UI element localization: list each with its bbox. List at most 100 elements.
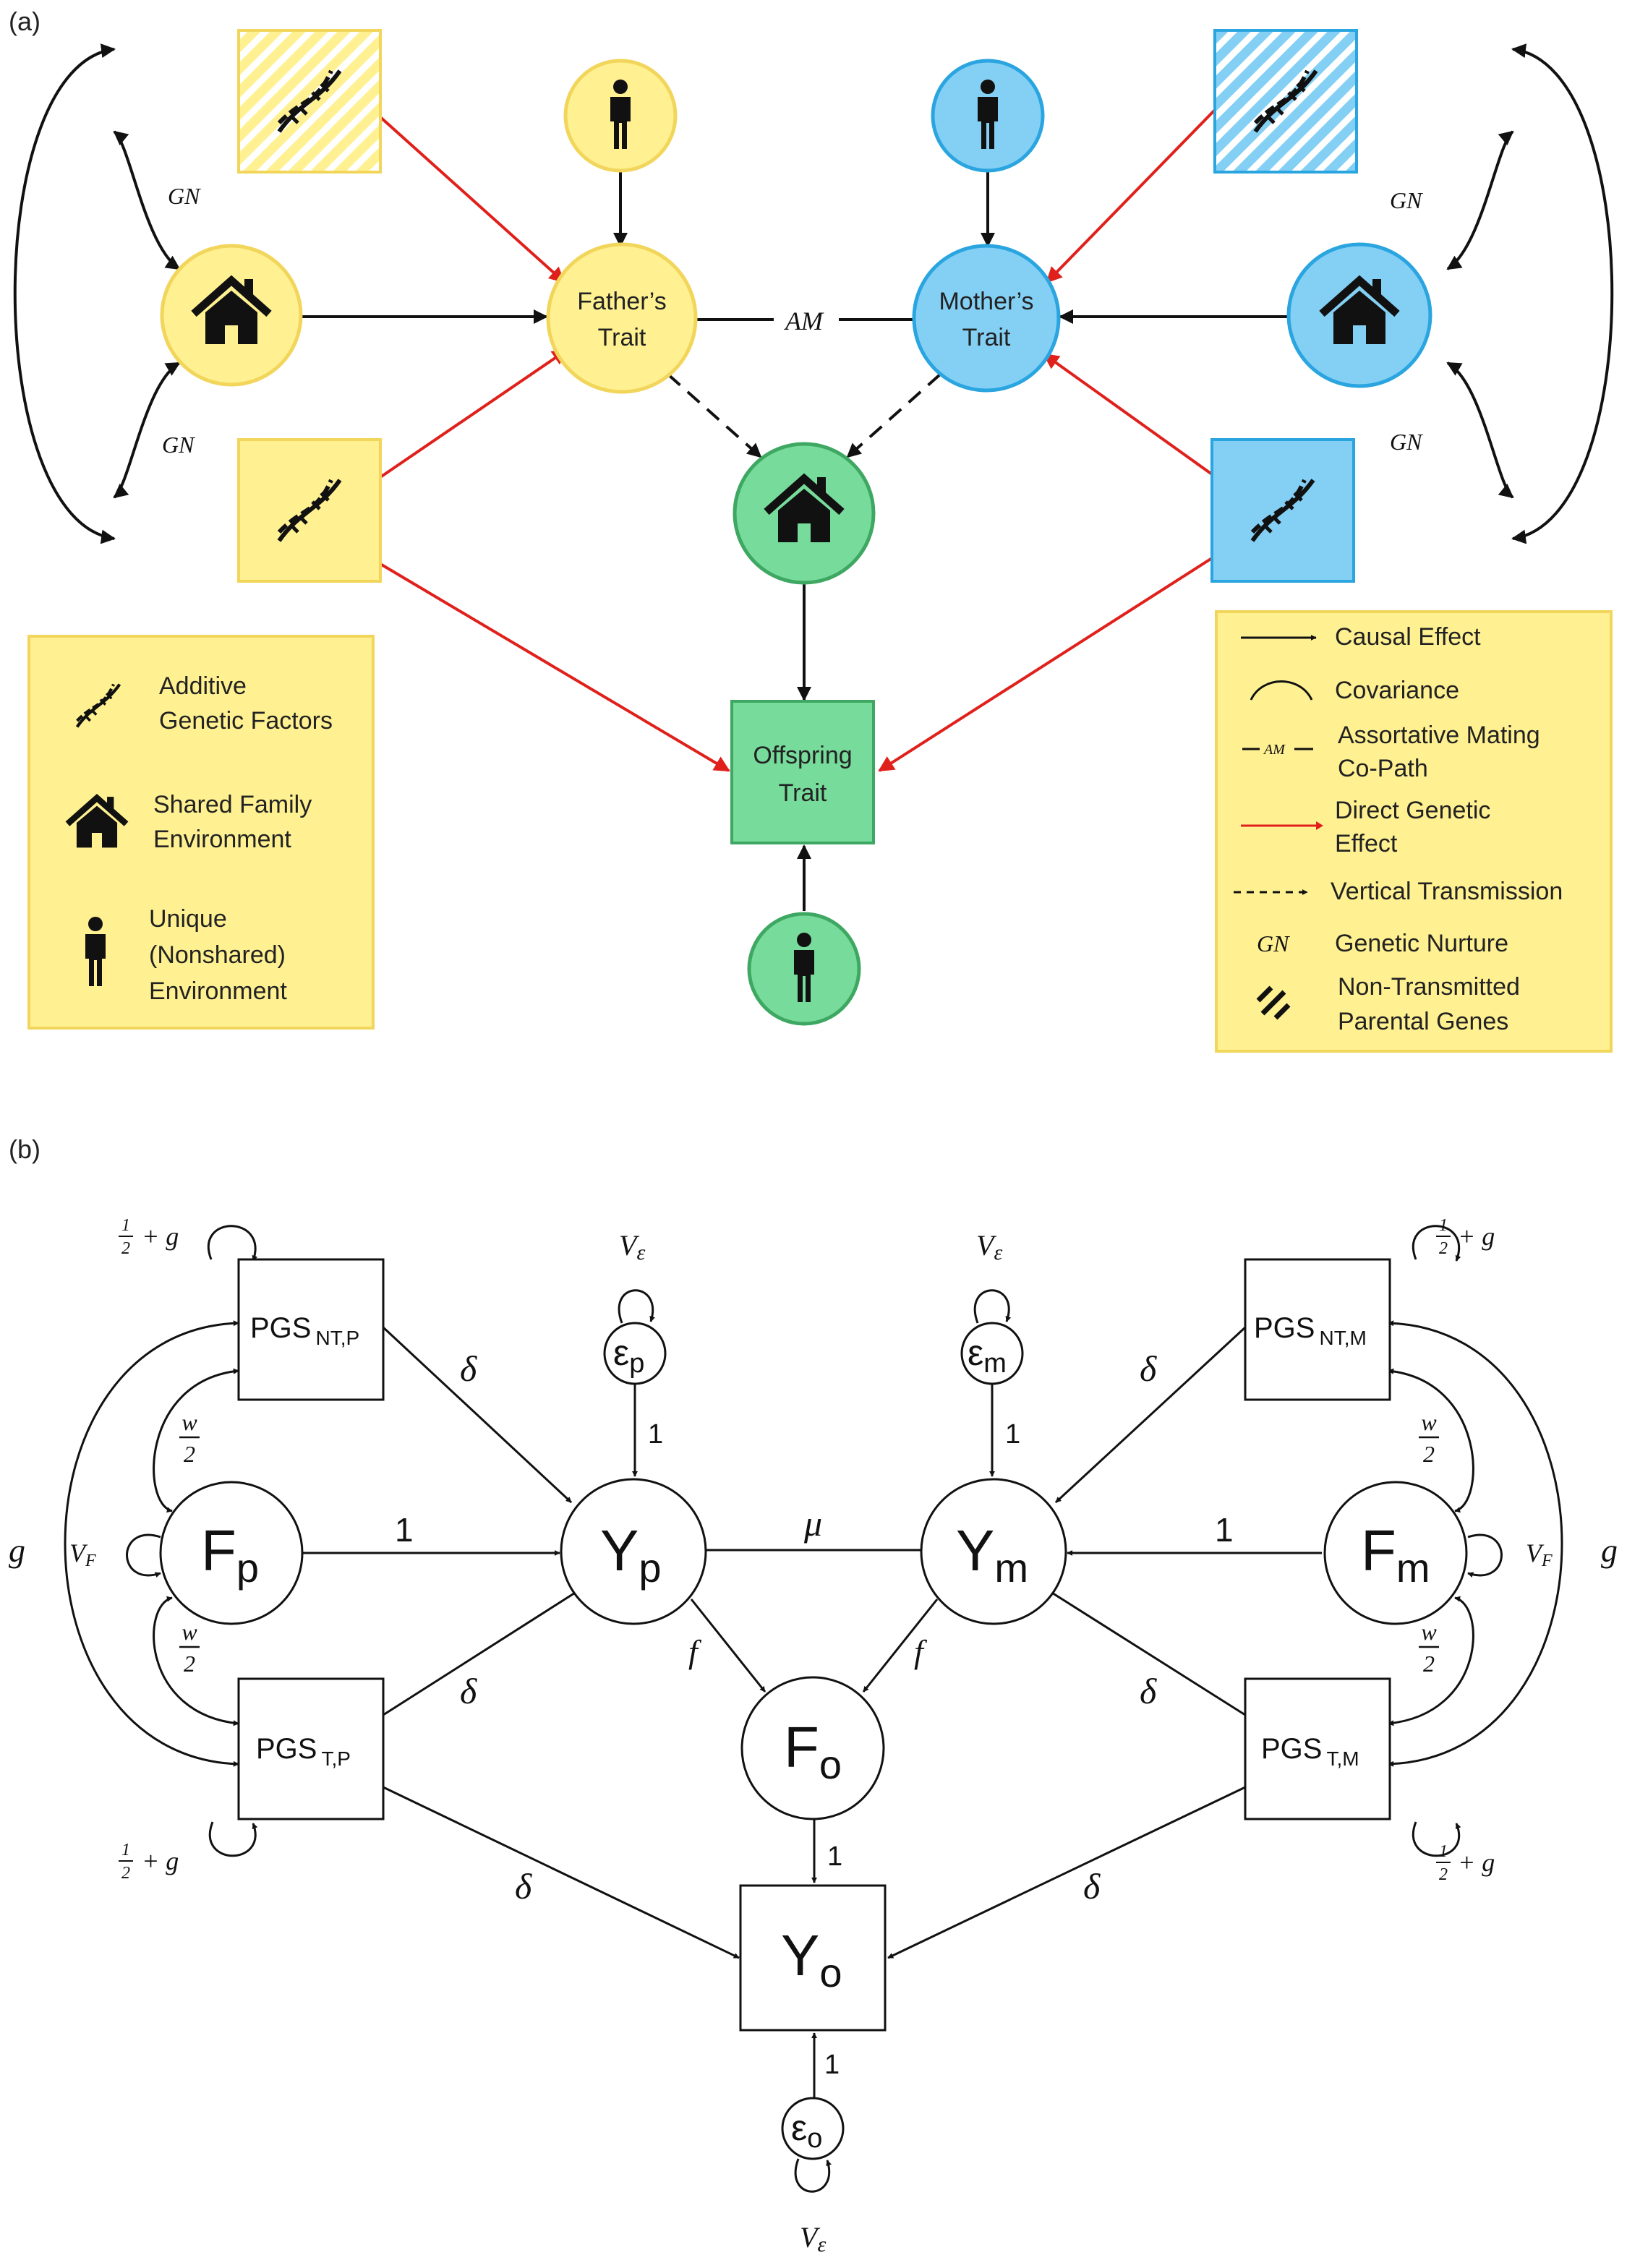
offspring-trait-node: Offspring Trait <box>730 700 875 844</box>
delta-label-t-p-yo: δ <box>515 1866 532 1907</box>
svg-text:+ g: + g <box>142 1847 179 1875</box>
self-loop-pgs-nt-m <box>1412 1225 1461 1262</box>
legend-am-text-line2: Co-Path <box>1338 755 1428 782</box>
legend-gn-symbol: GN <box>1257 930 1290 957</box>
f-m-sub: m <box>1396 1545 1430 1591</box>
am-label: AM <box>784 307 824 335</box>
offspring-unique-environment-node <box>747 912 861 1026</box>
delta-label-t-p: δ <box>460 1671 477 1711</box>
one-label-epso: 1 <box>824 2050 840 2080</box>
legend-dna-line2: Genetic Factors <box>159 707 333 735</box>
one-label-fm: 1 <box>1215 1511 1234 1549</box>
legend-direct-genetic-line1: Direct Genetic <box>1335 797 1490 824</box>
self-loop-pgs-t-m <box>1412 1821 1461 1857</box>
legend-person-line3: Environment <box>149 977 287 1005</box>
path-pgs-nt-p-to-yp <box>382 1326 573 1504</box>
vertical-transmission-mother <box>846 373 941 458</box>
vertical-transmission-father <box>667 373 762 458</box>
legend-hatch-line1: Non-Transmitted <box>1338 973 1520 1001</box>
f-label-right: f <box>914 1633 928 1670</box>
w-arc-left-top <box>153 1368 239 1513</box>
svg-text:2: 2 <box>184 1651 195 1677</box>
svg-text:2: 2 <box>1423 1651 1435 1677</box>
half-plus-g-left-bottom: 1 2 + g <box>119 1841 179 1883</box>
svg-text:2: 2 <box>184 1441 195 1467</box>
svg-text:Fp: Fp <box>201 1518 259 1591</box>
y-p-node: Yp <box>560 1478 707 1625</box>
f-p-node: Fp <box>159 1481 304 1625</box>
direct-genetic-mother-to-offspring <box>878 557 1213 772</box>
w-arc-right-top <box>1388 1368 1474 1513</box>
covariance-arc-father-outer <box>13 43 116 544</box>
half-plus-g-right-bottom: 1 2 + g <box>1436 1842 1495 1884</box>
v-eps-label-p: Vε <box>619 1229 645 1264</box>
y-o-main: Y <box>781 1923 819 1987</box>
svg-text:1: 1 <box>121 1216 130 1235</box>
panel-b-label: (b) <box>9 1134 40 1164</box>
mothers-trait-node: Mother’s Trait <box>912 244 1061 393</box>
pgs-t-m-main: PGS <box>1261 1733 1322 1765</box>
gn-arc-father-bottom <box>113 361 181 499</box>
legend-am-symbol: AM <box>1263 742 1286 758</box>
pgs-nt-m-sub: NT,M <box>1319 1327 1366 1349</box>
legend-house-line1: Shared Family <box>153 791 312 818</box>
svg-text:1: 1 <box>1439 1216 1448 1235</box>
y-o-node: Yo <box>739 1884 887 2032</box>
svg-text:1: 1 <box>1439 1842 1448 1861</box>
legend-causal-text: Causal Effect <box>1335 623 1481 651</box>
svg-text:w: w <box>182 1409 197 1435</box>
path-yp-to-fo <box>690 1599 766 1693</box>
pgs-t-m-sub: T,M <box>1326 1747 1359 1770</box>
delta-label-nt-m: δ <box>1140 1348 1157 1389</box>
eps-p-sub: p <box>629 1348 644 1379</box>
offspring-shared-environment-node <box>733 442 876 585</box>
fathers-trait-line2: Trait <box>598 324 646 351</box>
legend-direct-genetic-line2: Effect <box>1335 830 1398 857</box>
v-eps-label-o: Vε <box>800 2221 826 2256</box>
one-label-epsm: 1 <box>1005 1419 1020 1450</box>
path-pgs-t-p-to-yp <box>383 1589 579 1716</box>
legend-node-types: Additive Genetic Factors Shared Family E… <box>27 635 375 1030</box>
eps-m-node: εm <box>960 1322 1024 1385</box>
panel-a-label: (a) <box>9 7 40 36</box>
w-over-2-left-bottom: w 2 <box>179 1619 200 1677</box>
path-ym-to-fo <box>862 1599 939 1693</box>
pgs-nt-p-sub: NT,P <box>315 1327 359 1349</box>
mothers-trait-line2: Trait <box>962 324 1011 351</box>
direct-genetic-father-nt <box>379 116 565 283</box>
svg-text:εm: εm <box>968 1332 1007 1379</box>
f-o-node: Fo <box>740 1676 885 1820</box>
self-loop-pgs-t-p <box>208 1821 258 1857</box>
w-over-2-left-top: w 2 <box>179 1409 200 1467</box>
legend-covariance-arc <box>1250 680 1313 701</box>
covariance-arc-g-right <box>1388 1320 1563 1767</box>
y-m-main: Y <box>956 1518 994 1583</box>
pgs-t-p-main: PGS <box>256 1733 317 1765</box>
f-p-sub: p <box>236 1545 259 1591</box>
svg-text:2: 2 <box>121 1239 130 1258</box>
legend-path-types: Causal Effect Covariance AM Assortative … <box>1215 610 1613 1053</box>
v-f-label-right: VF <box>1526 1539 1553 1570</box>
hatch-icon <box>1256 985 1291 1020</box>
svg-text:+ g: + g <box>1458 1848 1495 1877</box>
self-loop-pgs-nt-p <box>208 1225 258 1262</box>
svg-text:2: 2 <box>1423 1441 1435 1467</box>
direct-genetic-mother-nt <box>1046 108 1216 283</box>
offspring-trait-line1: Offspring <box>753 742 852 769</box>
legend-person-line1: Unique <box>149 905 227 933</box>
svg-text:1: 1 <box>121 1841 130 1860</box>
mu-label: μ <box>803 1503 822 1544</box>
svg-text:Yo: Yo <box>781 1923 842 1995</box>
self-loop-f-m <box>1467 1533 1503 1578</box>
gn-arc-mother-top <box>1446 130 1514 270</box>
fathers-trait-node: Father’s Trait <box>546 242 698 394</box>
legend-person-line2: (Nonshared) <box>149 941 286 969</box>
v-eps-label-m: Vε <box>976 1229 1002 1264</box>
svg-text:+ g: + g <box>142 1222 179 1251</box>
